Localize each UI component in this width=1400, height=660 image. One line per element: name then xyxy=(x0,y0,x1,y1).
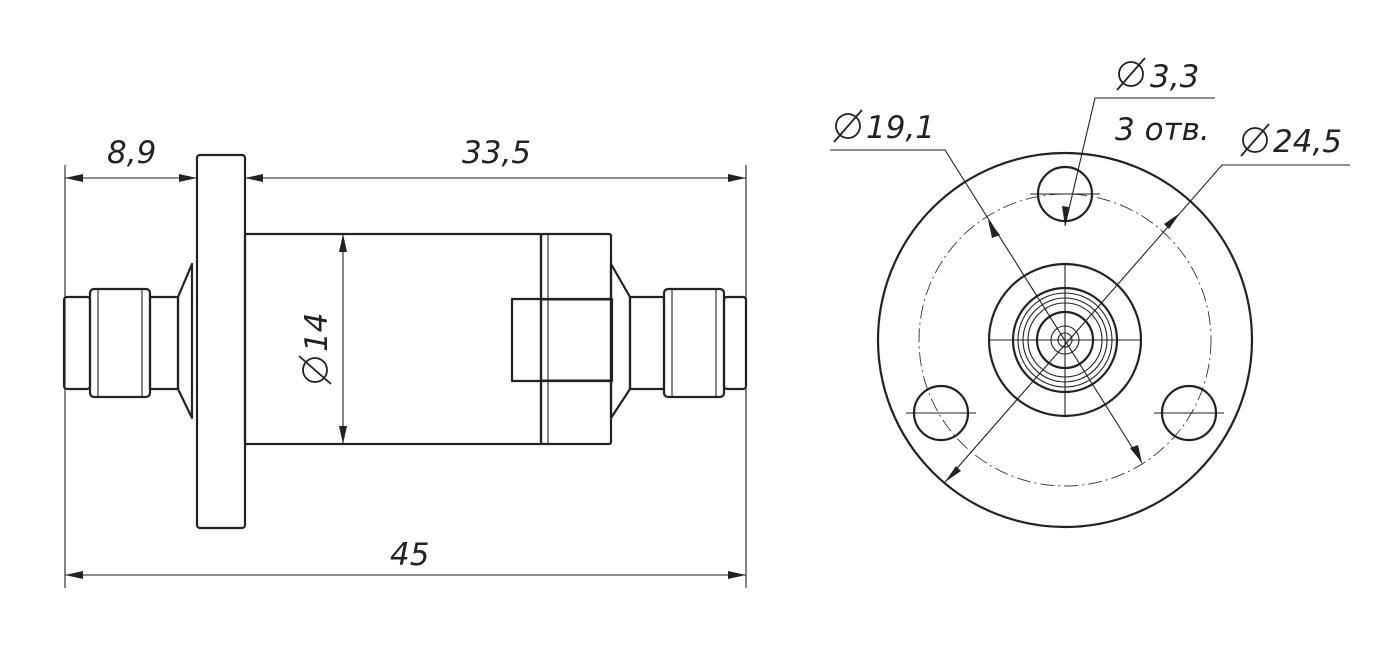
dim-hole-count-label: 3 отв. xyxy=(1115,112,1210,148)
dimension-overall-length: 45 xyxy=(65,537,746,579)
bolt-circle xyxy=(918,193,1212,487)
dim-flange-offset-label: 8,9 xyxy=(107,135,156,171)
dimension-body-length: 33,5 xyxy=(245,135,746,182)
dimension-flange-offset: 8,9 xyxy=(65,135,197,182)
dim-inner-diameter-label: 19,1 xyxy=(866,110,935,146)
flange-outline xyxy=(876,151,1254,529)
dim-body-diameter-label: 14 xyxy=(299,313,335,352)
diameter-symbol-icon xyxy=(835,113,861,139)
dimension-body-diameter: 14 xyxy=(298,234,347,444)
right-connector xyxy=(609,262,748,420)
dimension-outer-diameter: 24,5 xyxy=(944,123,1350,483)
flange xyxy=(195,153,247,530)
dim-overall-length-label: 45 xyxy=(390,537,429,573)
left-connector xyxy=(62,262,194,420)
dim-body-length-label: 33,5 xyxy=(462,135,531,171)
dimension-hole-diameter: 3,3 3 отв. xyxy=(1062,57,1215,227)
side-view: 8,9 33,5 45 xyxy=(62,135,748,588)
dimension-inner-diameter: 19,1 xyxy=(830,109,1143,464)
diameter-symbol-icon xyxy=(1118,61,1144,87)
dim-outer-diameter-label: 24,5 xyxy=(1273,124,1342,160)
front-view: 3,3 3 отв. 19,1 24,5 xyxy=(830,57,1350,529)
dim-hole-diameter-label: 3,3 xyxy=(1150,59,1199,95)
diameter-symbol-icon xyxy=(1242,127,1268,153)
diameter-symbol-icon xyxy=(302,357,328,383)
